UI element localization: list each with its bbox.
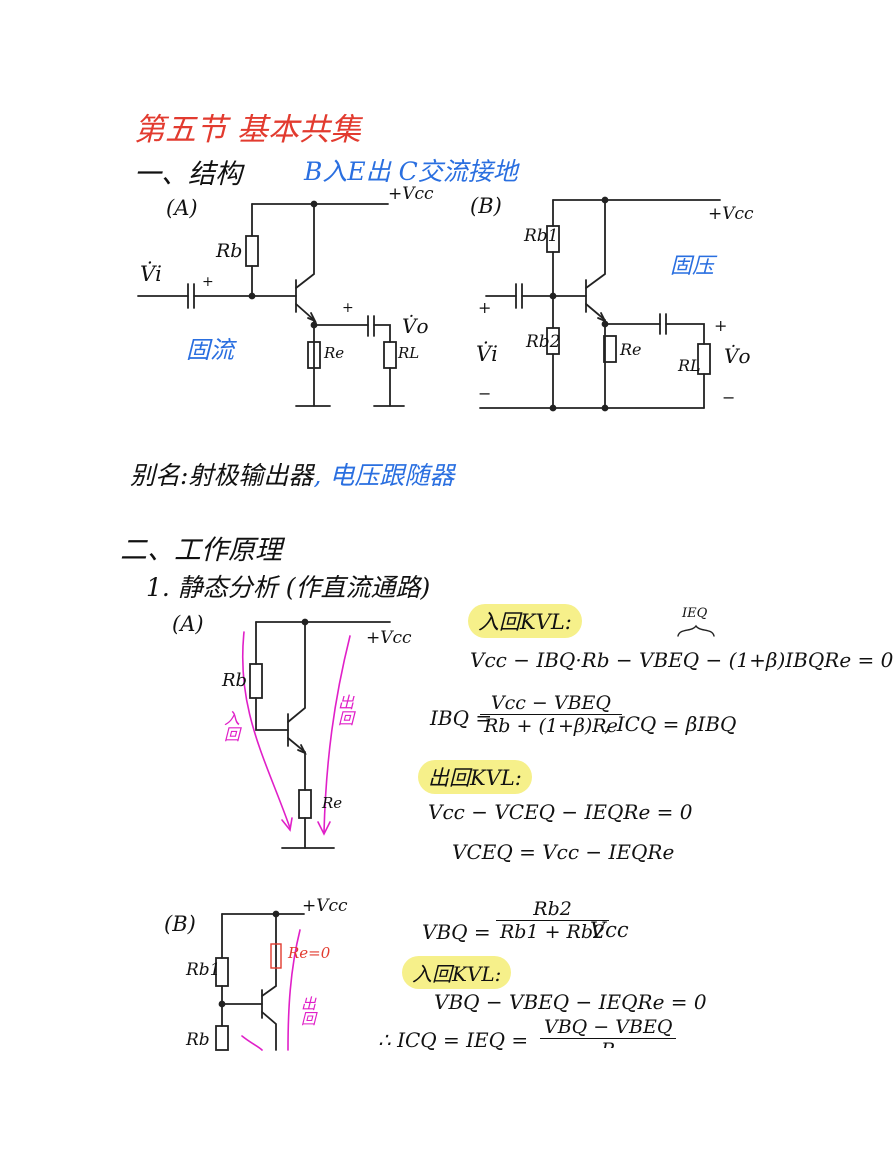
- vo-label-b: V̇o: [724, 344, 751, 368]
- p2-rb-label: Rb: [222, 670, 248, 691]
- icq-fraction: VBQ − VBEQ R: [540, 1016, 677, 1048]
- label-b: (B): [470, 194, 502, 218]
- re-label-b: Re: [620, 340, 642, 359]
- rb1-label: Rb1: [524, 226, 559, 246]
- a-note: 固流: [186, 336, 234, 364]
- ibq-den: Rb + (1+β)Re: [484, 715, 618, 737]
- plus-a1: +: [202, 274, 214, 290]
- icq-num: VBQ − VBEQ: [540, 1016, 677, 1039]
- eq-out-kvl: Vcc − VCEQ − IEQRe = 0: [428, 800, 693, 824]
- label-a: (A): [166, 196, 198, 220]
- eq-in-kvl: Vcc − IBQ·Rb − VBEQ − (1+β)IBQRe = 0: [470, 648, 893, 672]
- p2-vcc-a: +Vcc: [366, 628, 412, 648]
- dc-circuit-b: [215, 910, 305, 1051]
- re-zero-label: Re=0: [288, 944, 331, 962]
- plus-a2: +: [342, 300, 354, 316]
- in-loop-label: 入回: [221, 710, 240, 742]
- part1-heading: 一、结构: [134, 159, 242, 190]
- alias-text: 别名:射极输出器: [130, 461, 314, 490]
- plus-b2: +: [714, 316, 728, 335]
- alias-blue-text: , 电压跟随器: [313, 461, 455, 490]
- p2-label-b: (B): [164, 912, 196, 936]
- rl-label-b: RL: [678, 356, 701, 375]
- circuit-b-structure: [479, 196, 721, 412]
- icq-den: R: [540, 1039, 676, 1048]
- eq-icq-lhs: ∴ ICQ = IEQ =: [378, 1028, 529, 1052]
- section-title: 第五节 基本共集: [134, 112, 361, 148]
- dc-circuit-a: [249, 618, 391, 849]
- rl-label-a: RL: [398, 344, 420, 362]
- vi-label-a: V̇i: [140, 262, 162, 286]
- ibq-fraction: Vcc − VBEQ Rb + (1+β)Re: [480, 692, 622, 737]
- eq-vbq-kvl: VBQ − VBEQ − IEQRe = 0: [434, 990, 707, 1014]
- vcc-b: +Vcc: [708, 204, 754, 224]
- part1-note: B入E出 C交流接地: [304, 157, 518, 186]
- ieq-brace-label: IEQ: [682, 606, 708, 621]
- ibq-lhs: IBQ =: [430, 706, 493, 730]
- b-note: 固压: [670, 254, 715, 279]
- vbq-den: Rb1 + Rb2: [500, 921, 606, 943]
- out-loop-label: 出回: [335, 694, 354, 726]
- p2-rb2-label: Rb: [186, 1030, 210, 1050]
- vbq-num: Rb2: [496, 898, 610, 921]
- part2-sub: 1. 静态分析 (作直流通路): [146, 573, 431, 602]
- minus-b1: −: [478, 384, 492, 403]
- p2-rb1-label: Rb1: [186, 960, 221, 980]
- vbq-rhs: Vcc: [590, 918, 629, 942]
- kvl-in-label-b: 入回KVL:: [402, 956, 512, 989]
- alias-label: 别名:射极输出器, 电压跟随器: [130, 456, 454, 492]
- part2-heading: 二、工作原理: [120, 535, 282, 566]
- p2-label-a: (A): [172, 612, 204, 636]
- circuit-a-structure: [137, 200, 405, 407]
- kvl-out-label: 出回KVL:: [418, 760, 532, 794]
- plus-b1: +: [478, 298, 492, 317]
- icq-eq: , ICQ = βIBQ: [604, 712, 737, 736]
- ibq-num: Vcc − VBEQ: [480, 692, 622, 715]
- rb-label: Rb: [216, 240, 243, 262]
- p2-re-label: Re: [322, 794, 343, 812]
- out-loop-label-b: 出回: [299, 996, 317, 1026]
- kvl-in-label: 入回KVL:: [468, 604, 582, 638]
- vbq-fraction: Rb2 Rb1 + Rb2: [496, 898, 610, 943]
- vbq-lhs: VBQ =: [422, 920, 491, 944]
- dc-loop-arrows-a: [241, 631, 351, 836]
- rb2-label: Rb2: [526, 332, 561, 352]
- dc-loop-arrows-b: [241, 929, 301, 1051]
- re-label-a: Re: [324, 344, 345, 362]
- eq-vceq: VCEQ = Vcc − IEQRe: [452, 840, 675, 864]
- p2-vcc-b: +Vcc: [302, 896, 348, 916]
- minus-b2: −: [722, 388, 736, 407]
- vi-label-b: V̇i: [476, 342, 498, 366]
- vcc-a: +Vcc: [388, 184, 434, 204]
- vo-label-a: V̇o: [402, 314, 429, 338]
